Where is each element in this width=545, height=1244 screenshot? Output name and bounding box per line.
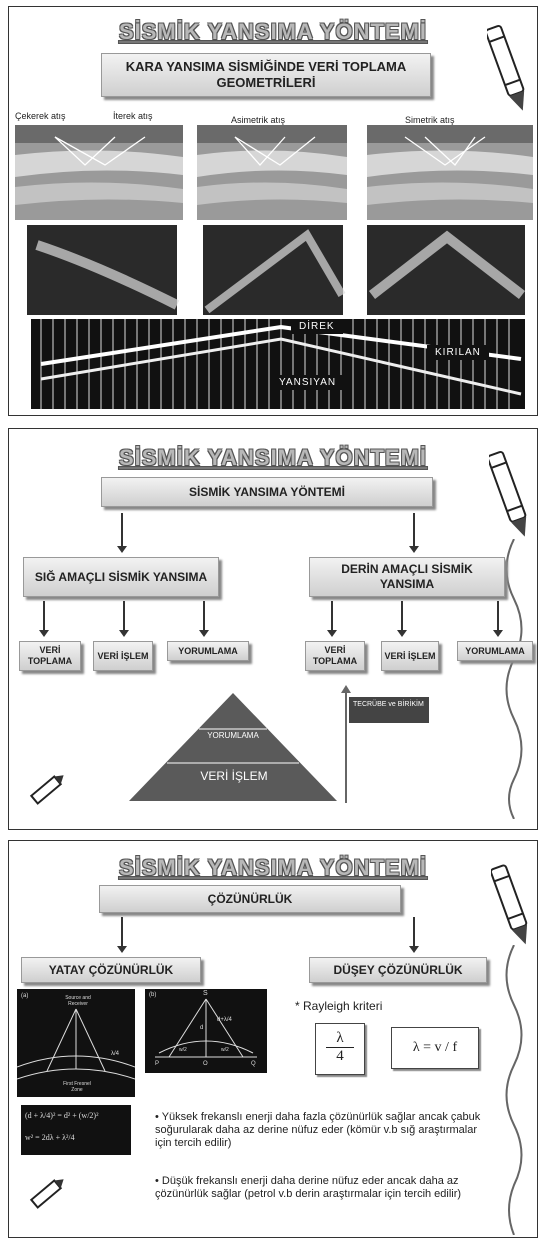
slide-title: SİSMİK YANSIMA YÖNTEMİ [9,855,537,881]
bullet-high-frequency: • Yüksek frekanslı enerji daha fazla çöz… [155,1111,489,1150]
slide-title: SİSMİK YANSIMA YÖNTEMİ [9,445,537,471]
shallow-box: SIĞ AMAÇLI SİSMİK YANSIMA [23,557,219,597]
slide-title: SİSMİK YANSIMA YÖNTEMİ [9,19,537,45]
crayon-icon [491,859,531,949]
arrow [203,601,205,635]
rayleigh-text: * Rayleigh kriteri [295,999,382,1013]
arrow-head-icon [341,685,351,693]
crayon-icon [489,445,531,541]
slide-resolution: SİSMİK YANSIMA YÖNTEMİ ÇÖZÜNÜRLÜK YATAY … [8,840,538,1238]
wavy-line [499,945,529,1235]
formula-figure: (d + λ/4)² = d² + (w/2)² w² = 2dλ + λ²/4 [21,1105,131,1155]
seismic-records [27,225,527,317]
tag-direct: DİREK [291,319,343,334]
arrow [121,917,123,951]
horizontal-resolution-box: YATAY ÇÖZÜNÜRLÜK [21,957,201,983]
arrow [401,601,403,635]
arrow [121,513,123,551]
trace-panel [31,319,525,409]
bullet-low-frequency: • Düşük frekanslı enerji daha derine nüf… [155,1175,489,1201]
arrow [123,601,125,635]
pyramid [127,691,339,803]
shallow-item-processing: VERİ İŞLEM [93,641,153,671]
earth-layer-sections [15,125,533,225]
slide-method-overview: SİSMİK YANSIMA YÖNTEMİ SİSMİK YANSIMA YÖ… [8,428,538,830]
shallow-item-interpretation: YORUMLAMA [167,641,249,661]
crayon-icon [487,19,529,115]
resolution-box: ÇÖZÜNÜRLÜK [99,885,401,913]
arrow [413,917,415,951]
formula-lambda-v-f: λ = v / f [391,1027,479,1069]
subtitle-box: KARA YANSIMA SİSMİĞİNDE VERİ TOPLAMA GEO… [101,53,431,97]
vertical-resolution-box: DÜŞEY ÇÖZÜNÜRLÜK [309,957,487,983]
shallow-item-acquisition: VERİ TOPLAMA [19,641,81,671]
slide-acquisition-geometry: SİSMİK YANSIMA YÖNTEMİ KARA YANSIMA SİSM… [8,6,538,416]
tag-reflected: YANSIYAN [271,375,344,390]
experience-arrow [345,691,347,803]
small-crayon-icon [23,1171,69,1217]
small-crayon-icon [23,767,69,813]
arrow [497,601,499,635]
tag-refracted: KIRILAN [427,345,489,360]
fresnel-figure-b: (b) S d d+λ/4 P O Q w/2 w/2 [145,989,267,1073]
method-box: SİSMİK YANSIMA YÖNTEMİ [101,477,433,507]
label-push-shot: İterek atış [113,111,153,121]
arrow [331,601,333,635]
formula-lambda-over-4: λ 4 [315,1023,365,1075]
arrow [413,513,415,551]
arrow [43,601,45,635]
label-asymmetric-shot: Asimetrik atış [231,115,285,125]
fresnel-figure-a: (a) Source and Receiver λ/4 First Fresne… [17,989,135,1097]
deep-item-processing: VERİ İŞLEM [381,641,439,671]
label-pull-shot: Çekerek atış [15,111,66,121]
label-symmetric-shot: Simetrik atış [405,115,455,125]
deep-item-interpretation: YORUMLAMA [457,641,533,661]
deep-box: DERİN AMAÇLI SİSMİK YANSIMA [309,557,505,597]
pyramid-top: YORUMLAMA [197,731,269,740]
pyramid-bottom: VERİ TOPLAMA [159,801,309,815]
experience-box: TECRÜBE ve BİRİKİM [349,697,429,723]
pyramid-middle: VERİ İŞLEM [179,769,289,783]
deep-item-acquisition: VERİ TOPLAMA [305,641,365,671]
